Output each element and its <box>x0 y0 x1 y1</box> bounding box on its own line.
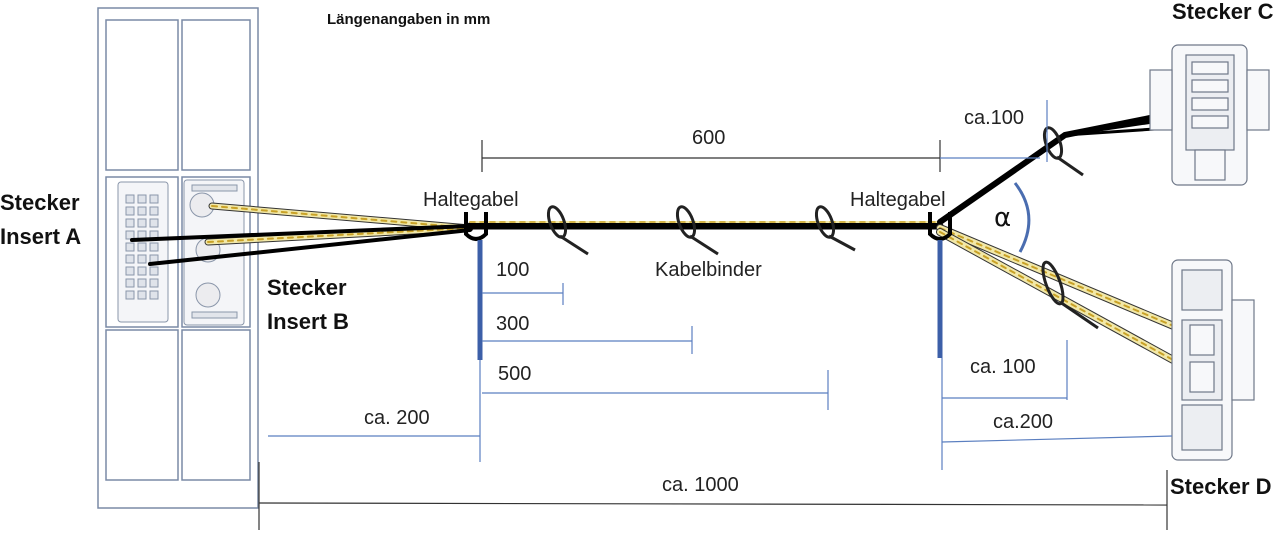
insert-b-connector <box>183 179 245 326</box>
insert-b-label-line2: Insert B <box>267 309 349 334</box>
dim-200-left-label: ca. 200 <box>364 407 430 429</box>
insert-a-connector <box>117 181 169 323</box>
haltegabel-left-icon <box>464 212 488 241</box>
insert-a-label-line2: Insert A <box>0 224 81 249</box>
units-note: Längenangaben in mm <box>327 11 490 28</box>
cable-tie-icon <box>675 205 719 256</box>
stecker-d-label: Stecker D <box>1170 474 1272 499</box>
cable-tie-icon <box>1041 260 1099 330</box>
cable-tie-icon <box>814 205 856 252</box>
dim-100-c-label: ca.100 <box>964 107 1024 129</box>
haltegabel-right-label: Haltegabel <box>850 189 946 211</box>
black-cables-insert-a <box>130 224 472 266</box>
stecker-c-label: Stecker C <box>1172 0 1274 24</box>
cable-tie-icon <box>546 205 589 256</box>
left-connector-frame <box>97 7 259 509</box>
dim-100-left-label: 100 <box>496 259 529 281</box>
dim-600-label: 600 <box>692 127 725 149</box>
dim-300-label: 300 <box>496 313 529 335</box>
angle-alpha-label: α <box>994 203 1011 233</box>
main-cable-trunk <box>466 221 944 230</box>
branch-to-stecker-d <box>936 224 1199 376</box>
kabelbinder-label: Kabelbinder <box>655 259 762 281</box>
haltegabel-right-icon <box>928 212 952 241</box>
dim-200-right-label: ca.200 <box>993 411 1053 433</box>
dim-1000-label: ca. 1000 <box>662 474 739 496</box>
dim-500-label: 500 <box>498 363 531 385</box>
stecker-d-connector <box>1171 259 1255 461</box>
insert-b-label-line1: Stecker <box>267 275 347 300</box>
angle-arc <box>1013 182 1031 253</box>
stecker-c-connector <box>1149 44 1270 186</box>
striped-cables-insert-b <box>204 202 474 246</box>
insert-a-label-line1: Stecker <box>0 190 80 215</box>
haltegabel-left-label: Haltegabel <box>423 189 519 211</box>
dimension-lines <box>258 100 1173 530</box>
dim-100-d-label: ca. 100 <box>970 356 1036 378</box>
